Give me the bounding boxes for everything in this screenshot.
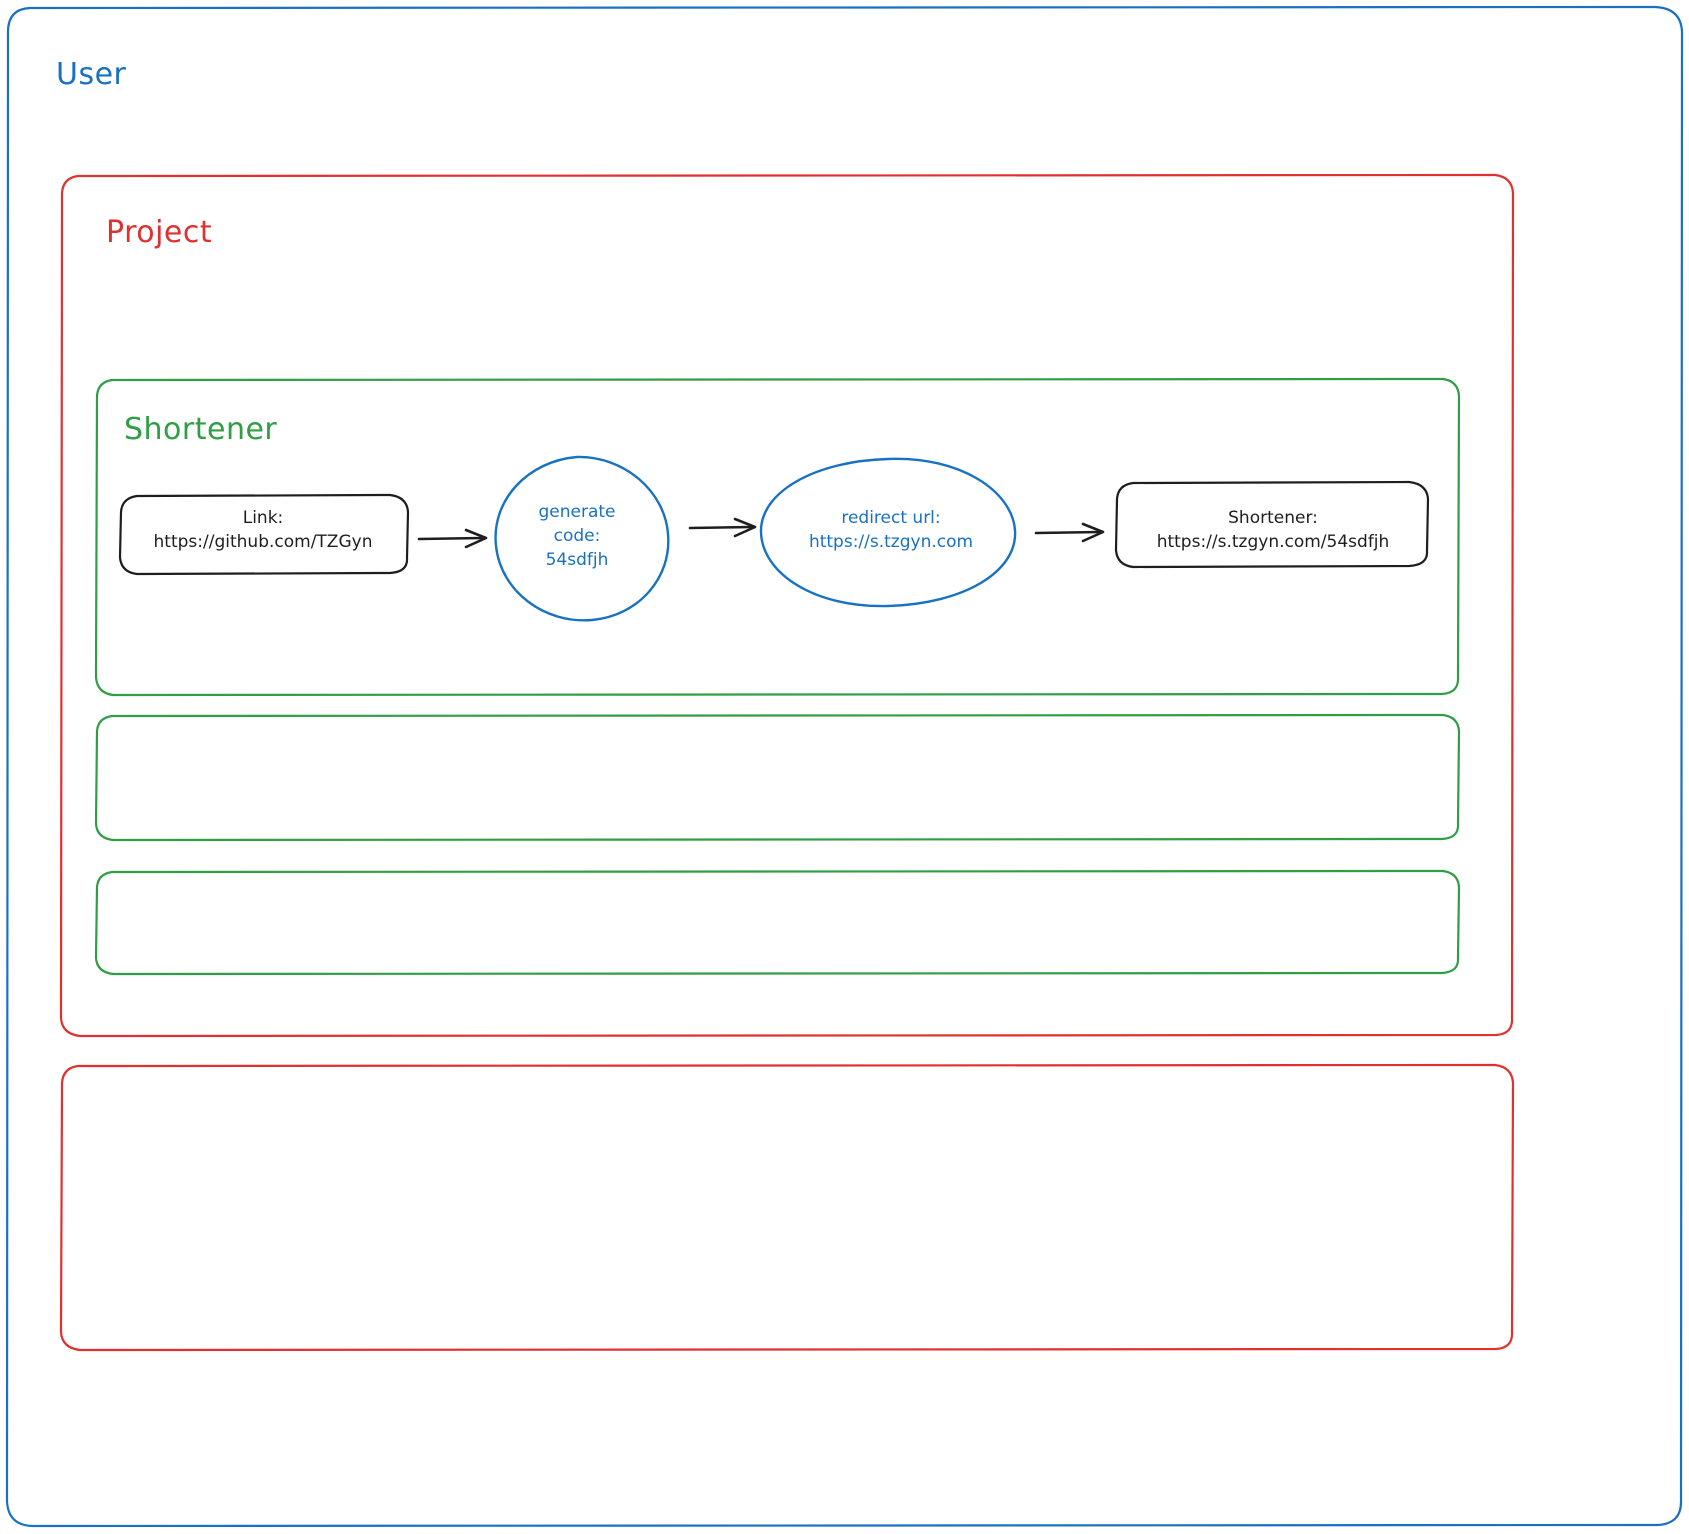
arrow-link-to-generate	[417, 528, 488, 549]
redirect-url-line-2: https://s.tzgyn.com	[808, 532, 974, 553]
shortener-node-text: Shortener: https://s.tzgyn.com/54sdfjh	[1118, 506, 1428, 554]
link-node[interactable]	[118, 493, 410, 576]
link-node-line-1: Link:	[242, 508, 284, 528]
arrow-redirect-to-shortener	[1034, 522, 1105, 543]
generate-code-line-2: code:	[553, 526, 601, 547]
shortener-node[interactable]	[1114, 480, 1430, 569]
project-container-title: Project	[106, 215, 213, 250]
shortener-container-title: Shortener	[124, 412, 278, 447]
redirect-url-line-1: redirect url:	[841, 508, 941, 528]
shortener-container[interactable]	[94, 377, 1461, 697]
shortener-node-line-1: Shortener:	[1228, 508, 1318, 528]
empty-green-container-2[interactable]	[94, 869, 1461, 976]
arrow-generate-to-redirect	[688, 517, 757, 538]
generate-code-node-text: generate code: 54sdfjh	[497, 500, 657, 572]
empty-red-container[interactable]	[59, 1063, 1515, 1352]
generate-code-line-1: generate	[538, 502, 616, 522]
generate-code-node[interactable]	[494, 455, 670, 622]
generate-code-line-3: 54sdfjh	[545, 550, 609, 571]
user-container[interactable]	[5, 5, 1684, 1528]
user-container-title: User	[56, 57, 127, 92]
redirect-url-node-text: redirect url: https://s.tzgyn.com	[770, 506, 1012, 554]
link-node-text: Link: https://github.com/TZGyn	[118, 506, 408, 554]
link-node-line-2: https://github.com/TZGyn	[153, 532, 373, 553]
project-container[interactable]	[59, 173, 1515, 1038]
redirect-url-node[interactable]	[759, 457, 1017, 608]
shortener-node-line-2: https://s.tzgyn.com/54sdfjh	[1156, 532, 1390, 553]
empty-green-container-1[interactable]	[94, 713, 1461, 842]
